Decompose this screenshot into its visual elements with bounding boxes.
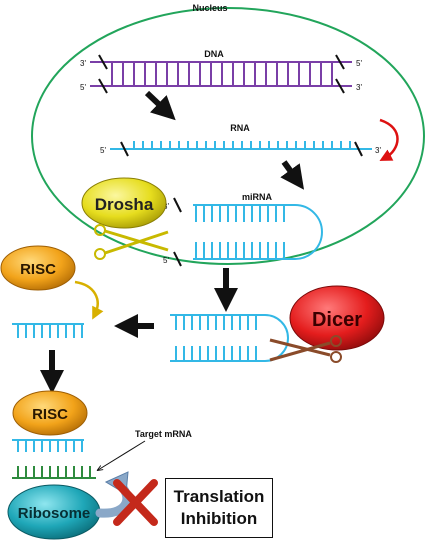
pre-mirna-hairpin <box>170 314 289 362</box>
risc-loading-arrow <box>74 280 104 320</box>
dna-end-top-right: 5' <box>356 59 362 68</box>
target-mrna-pointer <box>98 440 146 470</box>
drosha-label: Drosha <box>95 195 154 214</box>
folding-arrow <box>379 118 399 161</box>
inhibition-x-icon <box>113 479 158 526</box>
translation-inhibition-line2: Inhibition <box>180 509 258 528</box>
rna-end-left: 5' <box>100 146 106 155</box>
rna-label: RNA <box>230 123 250 133</box>
nucleus-membrane <box>31 7 425 265</box>
rna-strand <box>110 141 372 157</box>
mirna-hairpin <box>173 197 323 267</box>
risc-label-bottom: RISC <box>32 406 68 423</box>
rna-end-right: 3' <box>375 146 381 155</box>
drosha-scissors-icon <box>94 224 169 260</box>
translation-inhibition-box: Translation Inhibition <box>165 478 273 538</box>
drosha-enzyme <box>81 177 167 229</box>
dna-label: DNA <box>204 49 224 59</box>
dicer-enzyme <box>289 285 385 351</box>
transcription-arrow <box>144 90 176 121</box>
target-mrna-strand <box>12 466 96 479</box>
processing-arrow <box>280 160 305 190</box>
target-mrna-label: Target mRNA <box>135 429 192 439</box>
ribosome-label: Ribosome <box>18 505 91 522</box>
dicer-scissors-icon <box>269 335 342 363</box>
risc-complex-bottom <box>12 390 88 436</box>
nucleus-label: Nucleus <box>192 3 227 13</box>
mature-mirna-strand <box>12 323 84 338</box>
risc-bound-mirna <box>12 439 84 452</box>
dna-end-bottom-right: 3' <box>356 83 362 92</box>
dna-end-top-left: 3' <box>80 59 86 68</box>
mirna-end-top: 3' <box>163 202 169 211</box>
risc-complex-top <box>0 245 76 291</box>
mirna-end-bottom: 5' <box>163 256 169 265</box>
mirna-label: miRNA <box>242 192 273 202</box>
dna-end-bottom-left: 5' <box>80 83 86 92</box>
dicer-label: Dicer <box>312 309 362 331</box>
risc-label-top: RISC <box>20 261 56 278</box>
translation-inhibition-line1: Translation <box>173 487 265 506</box>
dna-double-strand <box>90 54 352 94</box>
